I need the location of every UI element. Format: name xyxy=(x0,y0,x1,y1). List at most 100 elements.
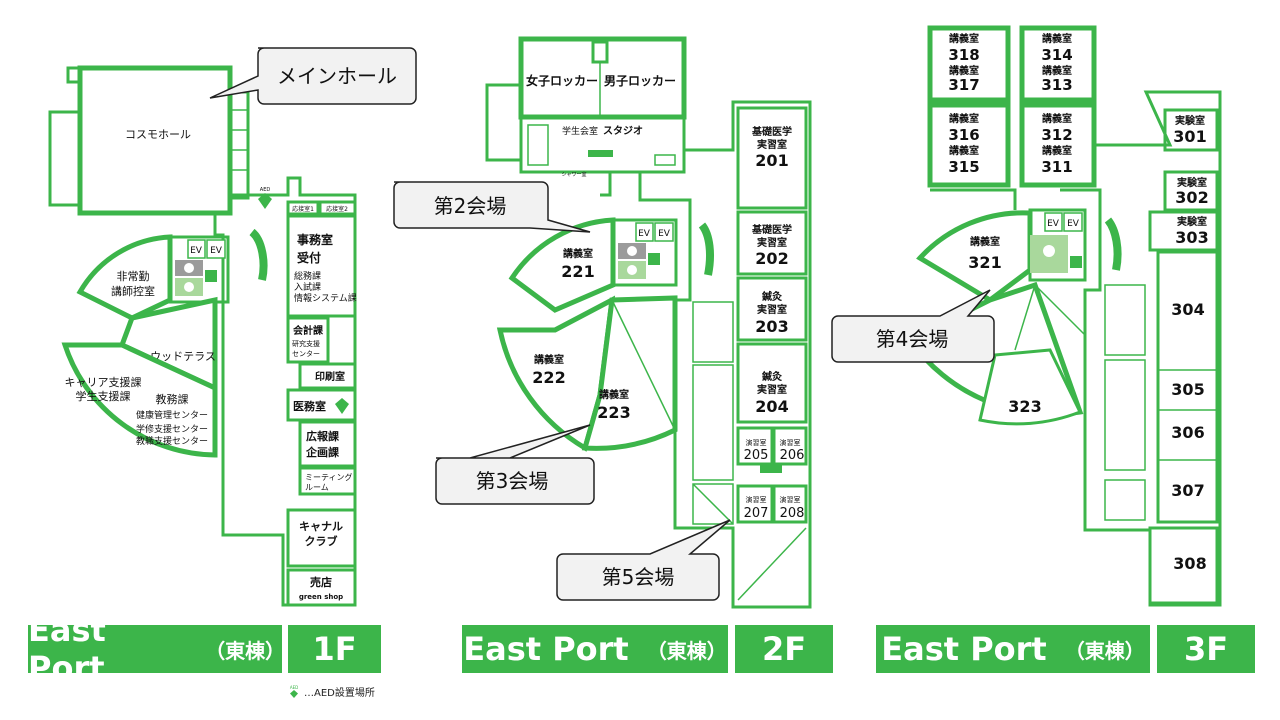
floor1-building-sub: （東棟） xyxy=(205,638,286,663)
cosmo-hall-label: コスモホール xyxy=(125,128,191,141)
floor2-building-sub: （東棟） xyxy=(646,638,727,663)
room-321 xyxy=(916,210,1033,304)
ev-label-3f-a: EV xyxy=(1047,219,1060,229)
callout-venue-3: 第3会場 xyxy=(435,424,595,505)
men-locker-label: 男子ロッカー xyxy=(604,74,676,88)
r202-kind-2: 実習室 xyxy=(757,236,787,249)
r313-number: 313 xyxy=(1041,76,1072,94)
r207-number: 207 xyxy=(744,506,769,521)
part-time-label-1: 非常勤 xyxy=(117,270,150,283)
r311-number: 311 xyxy=(1041,158,1072,176)
kenkyu-label-2: センター xyxy=(292,349,320,358)
room-302 xyxy=(1163,170,1219,212)
r221-kind: 講義室 xyxy=(563,247,593,260)
aed-legend-text: …AED設置場所 xyxy=(304,688,375,699)
aed-icon-imu xyxy=(335,398,349,414)
floor3-building-banner: East Port （東棟） xyxy=(876,625,1150,673)
r318-number: 318 xyxy=(948,46,979,64)
r204-kind-1: 鍼灸 xyxy=(762,370,783,383)
floor1-label: 1F xyxy=(312,630,357,668)
r311-kind: 講義室 xyxy=(1042,144,1072,157)
kenkyu-label-1: 研究支援 xyxy=(292,339,320,348)
r206-number: 206 xyxy=(780,448,805,463)
wheelchair-icon-1f xyxy=(205,270,217,282)
jimu-room xyxy=(286,214,357,318)
shower-label: シャワー室 xyxy=(561,171,586,178)
room-204 xyxy=(736,342,808,424)
wheelchair-icon-2f xyxy=(648,253,660,265)
venue2-text: 第2会場 xyxy=(434,194,507,218)
stairs-icon-1f xyxy=(249,228,268,281)
venue3-text: 第3会場 xyxy=(476,469,549,493)
uketsuke-label: 受付 xyxy=(297,250,321,265)
venue5-text: 第5会場 xyxy=(602,565,675,589)
floor-1-plan: コスモホール 非常勤 講師控室 EV EV ウッドテラス キャリア支援課 学生支… xyxy=(48,65,357,607)
kikaku-label: 企画課 xyxy=(305,445,340,459)
r203-kind-2: 実習室 xyxy=(757,303,787,316)
stairs-icon-3f xyxy=(1104,217,1122,271)
floor-2-plan: 女子ロッカー 男子ロッカー 学生会室 スタジオ シャワー室 講義室 221 EV… xyxy=(485,36,812,609)
r318-kind: 講義室 xyxy=(949,32,979,45)
r301-kind: 実験室 xyxy=(1175,114,1205,127)
r316-kind: 講義室 xyxy=(949,112,979,125)
r316-number: 316 xyxy=(948,126,979,144)
aed-legend-icon-text: AED xyxy=(290,685,298,690)
room-303 xyxy=(1148,210,1219,252)
floor3-building-sub: （東棟） xyxy=(1064,638,1145,663)
kaikei-room xyxy=(286,316,330,364)
floor2-label: 2F xyxy=(761,630,807,668)
callout-venue-5: 第5会場 xyxy=(556,519,731,601)
aed-icon-hall xyxy=(258,193,272,209)
canal-label-1: キャナル xyxy=(299,520,343,533)
floor1-label-banner: 1F xyxy=(288,625,381,673)
imu-label: 医務室 xyxy=(293,399,326,413)
r315-kind: 講義室 xyxy=(949,144,979,157)
r206-kind: 演習室 xyxy=(780,438,801,447)
room-301 xyxy=(1163,108,1219,152)
r202-number: 202 xyxy=(755,249,788,268)
career-label-1: キャリア支援課 xyxy=(65,375,142,389)
floor1-building-banner: East Port （東棟） xyxy=(28,611,286,687)
r317-number: 317 xyxy=(948,76,979,94)
floor3-label-banner: 3F xyxy=(1157,625,1255,673)
r303-kind: 実験室 xyxy=(1177,215,1207,228)
kyoshoku-label: 教職支援センター xyxy=(136,435,208,447)
room-203 xyxy=(736,276,808,342)
r308-number: 308 xyxy=(1173,554,1206,573)
aed-legend: AED …AED設置場所 xyxy=(287,684,375,700)
r208-kind: 演習室 xyxy=(780,495,801,504)
r201-kind-1: 基礎医学 xyxy=(751,125,792,138)
women-locker-label: 女子ロッカー xyxy=(526,73,598,88)
floor3-building-name: East Port xyxy=(881,630,1047,668)
r317-kind: 講義室 xyxy=(949,64,979,77)
stairs-icon-2f xyxy=(698,222,714,276)
studio-label: スタジオ xyxy=(603,125,643,137)
floor2-building-banner: East Port （東棟） xyxy=(462,625,728,673)
room-316-315 xyxy=(927,102,1011,188)
r301-number: 301 xyxy=(1173,127,1206,146)
wheelchair-icon-3f xyxy=(1070,256,1082,268)
part-time-label-2: 講師控室 xyxy=(111,284,155,298)
r321-number: 321 xyxy=(968,253,1001,272)
room-221 xyxy=(508,217,616,313)
restroom-icon-1f xyxy=(184,263,194,273)
r312-kind: 講義室 xyxy=(1042,112,1072,125)
gakushu-label: 学修支援センター xyxy=(136,423,208,435)
restroom-icon-1f-b xyxy=(184,282,194,292)
kaikei-label: 会計課 xyxy=(293,324,323,337)
r207-kind: 演習室 xyxy=(746,495,767,504)
joho-label: 情報システム課 xyxy=(294,292,357,304)
cosmo-hall-room xyxy=(77,65,233,216)
soumu-label: 総務課 xyxy=(294,270,321,282)
r307-number: 307 xyxy=(1171,481,1204,500)
restroom-icon-3f xyxy=(1043,245,1055,257)
kouhou-room xyxy=(298,420,357,468)
nyushi-label: 入試課 xyxy=(294,281,321,293)
callout-venue-4: 第4会場 xyxy=(831,289,995,363)
r204-number: 204 xyxy=(755,397,788,416)
meeting-label-1: ミーティング xyxy=(305,472,353,482)
student-assoc-label: 学生会室 xyxy=(562,125,598,137)
floor1-building-name: East Port xyxy=(28,611,106,687)
ev-label-3f-b: EV xyxy=(1067,219,1080,229)
